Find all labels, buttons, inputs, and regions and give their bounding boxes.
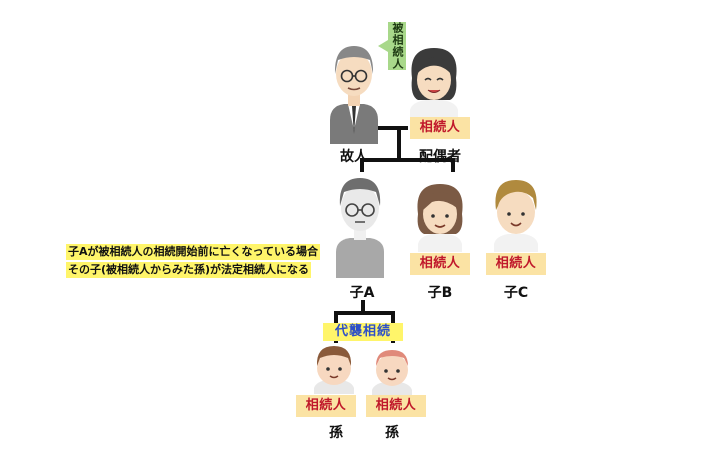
child-b-heir-badge: 相続人 <box>410 253 470 275</box>
child-a-figure <box>330 172 390 278</box>
tag-pointer-icon <box>378 40 390 52</box>
grandchild-1-figure <box>308 342 360 394</box>
child-c-figure <box>486 176 546 252</box>
spouse-name: 配偶者 <box>412 146 468 166</box>
decedent-figure <box>326 38 382 144</box>
decedent-name: 故人 <box>330 146 378 166</box>
child-b-figure <box>410 180 470 252</box>
marriage-line <box>378 126 408 130</box>
decedent-tag: 被相続人 <box>388 22 406 70</box>
marriage-descent-line <box>397 128 401 160</box>
grandchild-2-figure <box>366 344 418 396</box>
child-c-heir-badge: 相続人 <box>486 253 546 275</box>
grandchild-2-name: 孫 <box>370 422 414 442</box>
explanation-note-line-2: その子(被相続人からみた孫)が法定相続人になる <box>66 262 311 278</box>
child-c-name: 子C <box>494 282 538 302</box>
grandchild-2-heir-badge: 相続人 <box>366 395 426 417</box>
grandchild-1-heir-badge: 相続人 <box>296 395 356 417</box>
explanation-note-line-1: 子Aが被相続人の相続開始前に亡くなっている場合 <box>66 244 320 260</box>
spouse-figure <box>406 44 462 120</box>
child-a-name: 子A <box>340 282 384 302</box>
grandchildren-bar <box>334 311 395 315</box>
spouse-heir-badge: 相続人 <box>410 117 470 139</box>
substitution-inheritance-label: 代襲相続 <box>323 323 403 341</box>
grandchild-1-name: 孫 <box>314 422 358 442</box>
child-b-name: 子B <box>418 282 462 302</box>
